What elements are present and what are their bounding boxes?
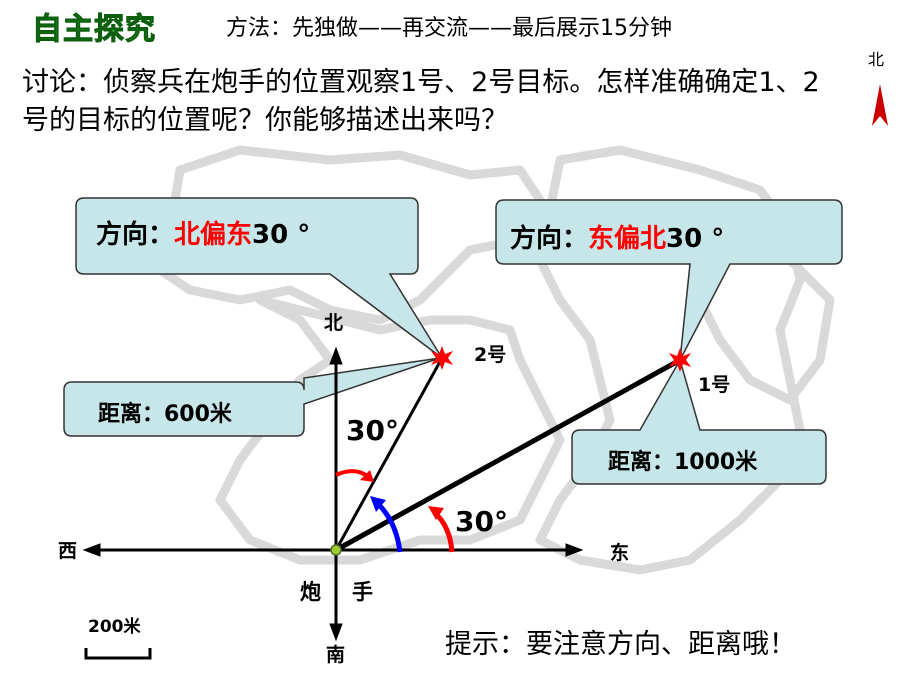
target1-star-icon [669, 348, 691, 372]
west-axis-arrowhead [82, 543, 101, 557]
angle-label-east: 30° [455, 505, 508, 538]
gunner-label-right: 手 [352, 580, 373, 604]
axis-north-label: 北 [324, 312, 344, 334]
scale-bar [84, 648, 152, 660]
angle-arc-north-red-head [360, 470, 374, 482]
callout-target2-distance-bubble [63, 357, 441, 437]
compass-north-label: 北 [868, 50, 885, 69]
target2-star-icon [431, 346, 453, 370]
target2-direction-text: 方向：北偏东30 ° [96, 214, 310, 251]
line-to-target2 [334, 357, 444, 551]
direction-degree: 30 ° [252, 220, 311, 250]
line-to-target1 [334, 357, 682, 553]
angle-arc-east-red-head [428, 506, 444, 520]
axis-west-label: 西 [58, 540, 78, 562]
section-title: 自主探究 [32, 12, 156, 48]
target1-label: 1号 [698, 374, 731, 396]
south-axis-arrowhead [329, 623, 343, 642]
direction-highlight: 北偏东 [174, 220, 253, 250]
angle-label-north: 30° [346, 414, 399, 447]
gunner-label-left: 炮 [300, 580, 321, 604]
target1-direction-text: 方向：东偏北30 ° [510, 218, 724, 255]
target1-distance-text: 距离：1000米 [608, 450, 758, 475]
east-axis-arrowhead [565, 543, 584, 557]
north-arrow-icon [872, 84, 888, 126]
direction-prefix: 方向： [96, 220, 175, 250]
axis-east-label: 东 [610, 542, 630, 564]
callout-target2-direction-bubble [75, 197, 443, 359]
scale-label: 200米 [88, 617, 141, 637]
method-text: 方法：先独做——再交流——最后展示15分钟 [226, 16, 672, 41]
map-outline-left [155, 145, 545, 325]
axis-south-label: 南 [326, 644, 346, 666]
angle-arc-blue-head [370, 496, 386, 512]
direction-degree: 30 ° [666, 224, 725, 254]
target2-distance-text: 距离：600米 [98, 402, 232, 427]
hint-text: 提示：要注意方向、距离哦！ [445, 629, 796, 660]
discussion-text: 讨论：侦察兵在炮手的位置观察1号、2号目标。怎样准确确定1、2号的目标的位置呢？… [22, 67, 820, 136]
gunner-origin-point [330, 544, 342, 556]
direction-highlight: 东偏北 [588, 224, 667, 254]
target2-label: 2号 [474, 344, 507, 366]
callout-target1-distance-bubble [571, 358, 827, 485]
north-axis-arrowhead [329, 346, 343, 365]
direction-prefix: 方向： [510, 224, 589, 254]
callout-target1-direction-bubble [495, 199, 843, 361]
